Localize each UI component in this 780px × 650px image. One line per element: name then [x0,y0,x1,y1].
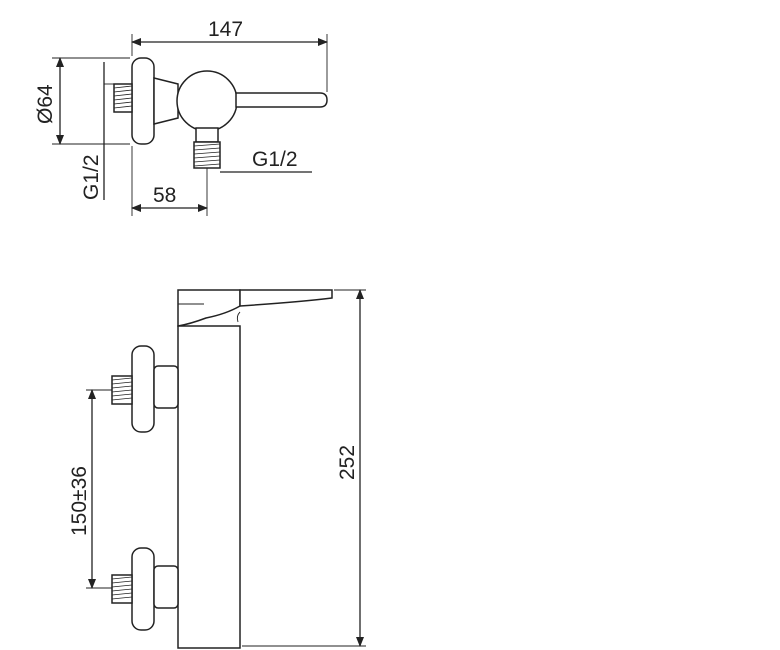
front-lever [239,289,333,307]
dim-height-total: 252 [336,445,359,480]
front-lower-connector [111,547,179,631]
top-neck [153,77,179,125]
top-lever [235,92,328,108]
front-view: 150±36 252 [68,289,366,649]
top-wall-flange [131,57,155,145]
dim-outlet-offset: 58 [153,184,176,207]
front-upper-connector [111,345,179,433]
dim-inlet-spacing: 150±36 [68,466,91,536]
dim-flange-diameter: Ø64 [34,84,57,124]
top-outlet-thread [193,127,221,169]
dim-width-total: 147 [208,18,243,41]
top-view: 147 Ø64 G1/2 G1/2 58 [34,18,328,216]
front-handle-base [177,289,241,327]
top-inlet-thread [113,83,133,113]
front-mixer-body [177,325,241,649]
top-valve-ball [176,70,238,132]
dim-outlet-thread: G1/2 [252,148,298,171]
dim-inlet-thread: G1/2 [80,154,103,200]
